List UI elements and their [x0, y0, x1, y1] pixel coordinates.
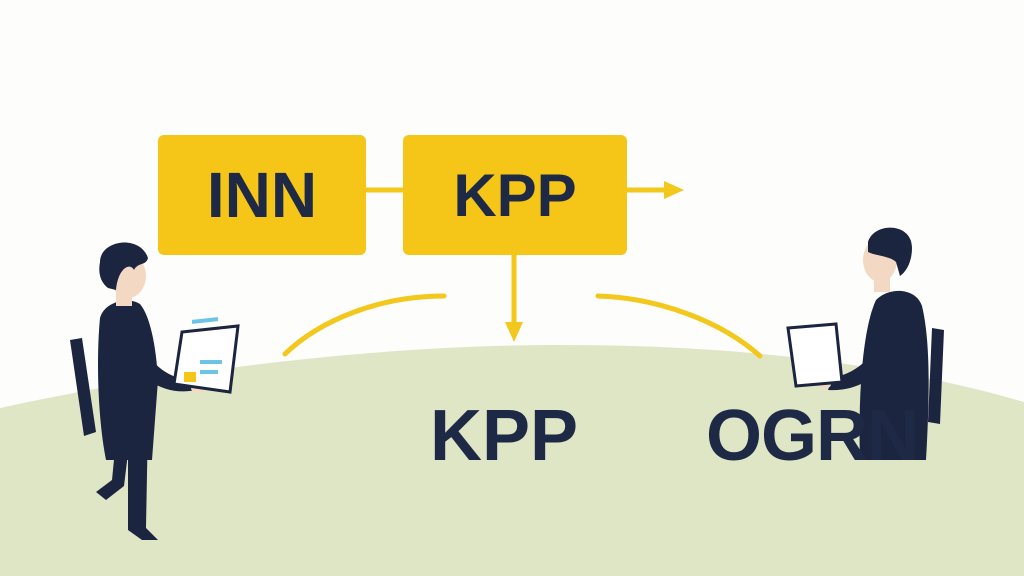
- arc-left: [282, 293, 447, 357]
- ground-label-ogrn: OGRN: [706, 396, 919, 476]
- arrow-down: [505, 255, 523, 342]
- inn-box-label: INN: [206, 159, 318, 231]
- inn-box: INN: [158, 135, 366, 255]
- person-right: [786, 227, 944, 460]
- arc-right: [595, 293, 763, 359]
- chair-left: [70, 338, 96, 436]
- ground-label-kpp: KPP: [430, 396, 579, 476]
- chair-right: [928, 328, 944, 424]
- person-left: [70, 242, 240, 540]
- kpp-box-label: KPP: [453, 161, 577, 229]
- tablet-left: [172, 317, 240, 394]
- kpp-box: KPP: [403, 135, 627, 255]
- ground-hill: [0, 345, 1024, 576]
- arrow-right: [627, 181, 684, 199]
- laptop-right: [786, 322, 844, 388]
